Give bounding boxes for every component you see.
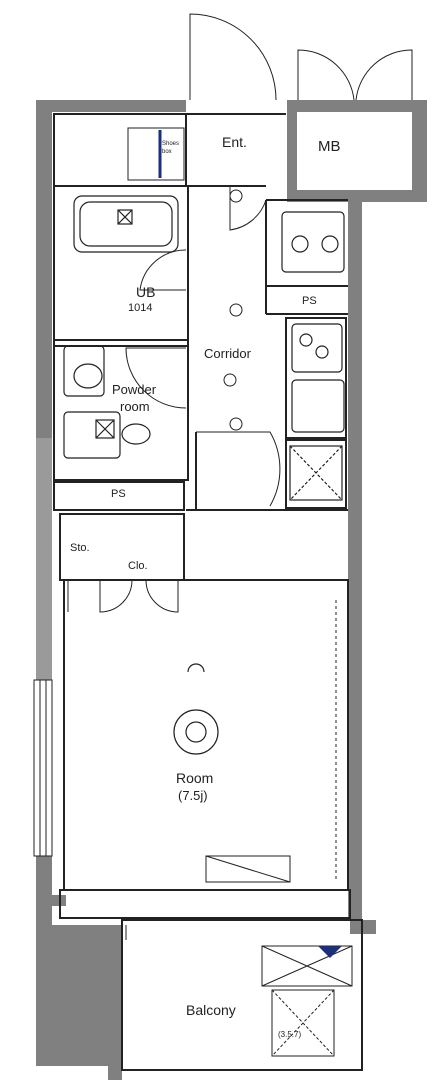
balcony-note-label: (3.5.7) [278,1030,302,1039]
powder-room-label-line1: Powder [112,382,157,397]
powder-room-label-line2: room [120,399,150,414]
powder-room-fixtures [63,345,151,459]
corridor-label: Corridor [204,346,251,361]
corridor-lights [223,189,243,431]
closet-label: Clo. [128,560,148,572]
balcony-fixtures [261,945,353,1057]
balcony-label: Balcony [186,1002,236,1018]
room-label: Room [176,770,214,786]
shoe-box-shelf [127,127,185,181]
unit-bath-label: UB [136,284,156,300]
structural-walls [36,100,427,1080]
bathtub-icon [73,195,179,253]
entrance-label: Ent. [222,134,247,150]
left-window [33,679,53,857]
kitchen-fixtures [281,211,345,501]
meter-box-label: MB [318,138,341,155]
room-step [205,855,291,883]
unit-bath-code: 1014 [128,302,153,314]
pipe-space-wc-label: PS [111,488,126,500]
room-outlines [53,113,363,1071]
ceiling-light-icon [173,663,219,755]
doors [67,13,413,940]
room-size-label: (7.5j) [178,788,208,803]
pipe-space-kitchen-label: PS [302,295,317,307]
storage-label: Sto. [70,542,90,554]
shoe-box-label: Shoes box [162,141,180,155]
